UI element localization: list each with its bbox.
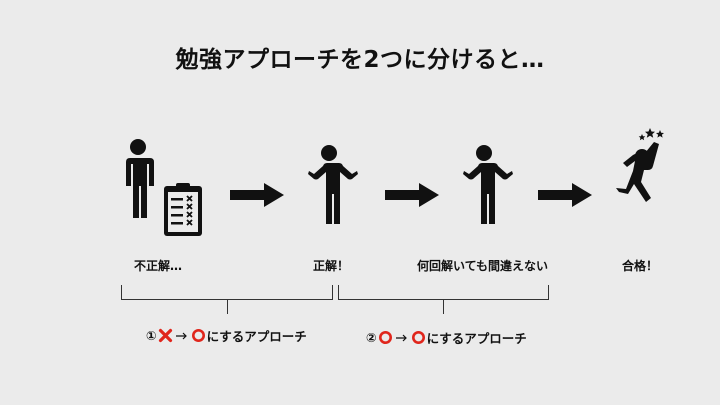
bracket-approach-2 (338, 285, 549, 300)
bracket-approach-1 (121, 285, 333, 300)
bracket-stem (443, 300, 444, 314)
person-with-checklist-icon (126, 139, 202, 236)
approach-caption-2: ② にするアプローチ (366, 328, 527, 347)
approach-caption-1: ① にするアプローチ (146, 326, 307, 345)
arrow-right-icon (385, 183, 439, 207)
stage-label: 何回解いても間違えない (417, 259, 549, 273)
cross-mark-icon (158, 328, 172, 343)
circle-mark-icon (378, 331, 392, 344)
approach-text: にするアプローチ (426, 331, 527, 346)
stage-label: 合格！ (622, 259, 659, 273)
stage-label: 正解！ (313, 259, 350, 273)
arrow-right-icon (175, 332, 187, 339)
arrow-right-icon (230, 183, 284, 207)
approach-number: ① (146, 328, 157, 343)
bracket-stem (227, 300, 228, 314)
page-title: 勉強アプローチを2つに分けると… (175, 47, 545, 73)
arrow-right-icon (538, 183, 592, 207)
person-shrugging-icon (308, 145, 358, 224)
circle-mark-icon (191, 329, 205, 342)
approach-text: にするアプローチ (206, 329, 307, 344)
circle-mark-icon (411, 331, 425, 344)
arrow-right-icon (395, 334, 407, 341)
person-shrugging-icon (463, 145, 513, 224)
approach-number: ② (366, 330, 377, 345)
stage-label: 不正解… (134, 259, 183, 273)
person-jumping-stars-icon (616, 128, 664, 202)
